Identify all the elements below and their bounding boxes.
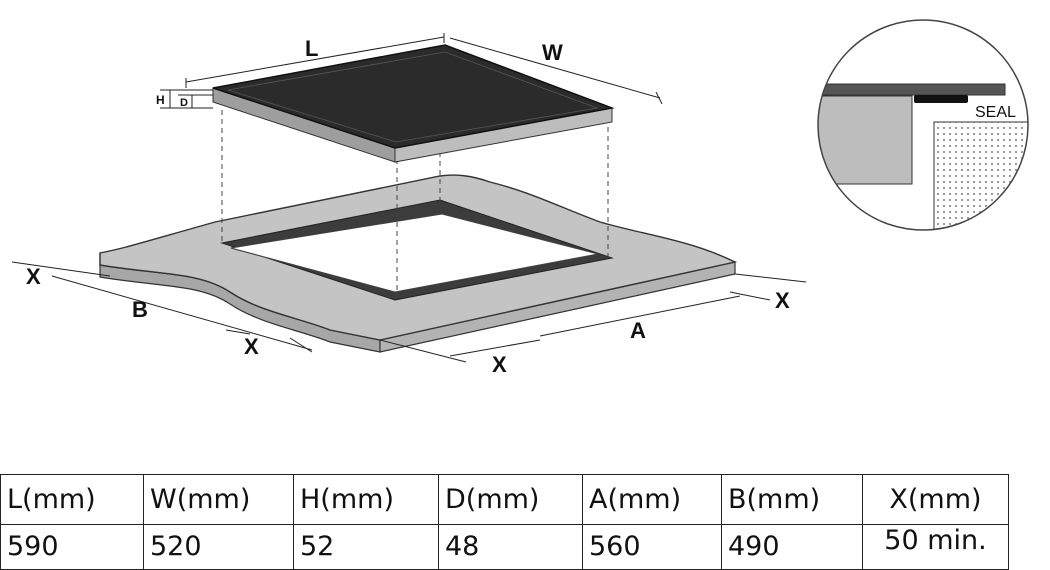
detail-worktop-dots <box>933 121 1028 230</box>
detail-circle <box>817 19 1029 231</box>
detail-hob-frame <box>818 95 913 185</box>
header-a: A(mm) <box>582 474 722 525</box>
header-h: H(mm) <box>293 474 439 525</box>
x-label-left: X <box>26 264 41 289</box>
cutout-dimension-lines <box>11 261 807 363</box>
hob-dimension-lines <box>160 33 663 109</box>
value-l: 590 <box>0 524 144 570</box>
header-b: B(mm) <box>721 474 863 525</box>
x-label-bottom-right: X <box>492 352 507 377</box>
value-b: 490 <box>721 524 863 570</box>
table-row: 590 520 52 48 560 490 50 min. <box>0 524 1009 570</box>
length-label: L <box>305 36 318 61</box>
seal-detail: SEAL <box>817 19 1029 231</box>
value-w: 520 <box>143 524 294 570</box>
cutout-opening <box>230 213 599 293</box>
x-label-bottom-left: X <box>244 334 259 359</box>
value-d: 48 <box>438 524 583 570</box>
seal-label: SEAL <box>975 104 1016 121</box>
installation-diagram: L W H D X B X A X X SEAL <box>11 19 1029 377</box>
table-header-row: L(mm) W(mm) H(mm) D(mm) A(mm) B(mm) X(mm… <box>0 474 1009 525</box>
header-x: X(mm) <box>862 474 1009 525</box>
height-label: H <box>156 93 165 107</box>
width-label: W <box>542 40 563 65</box>
header-w: W(mm) <box>143 474 294 525</box>
value-x: 50 min. <box>862 524 1009 570</box>
hob <box>212 44 615 163</box>
detail-seal <box>914 95 968 103</box>
b-label: B <box>132 297 148 322</box>
value-h: 52 <box>293 524 439 570</box>
x-label-right: X <box>775 288 790 313</box>
a-label: A <box>630 318 646 343</box>
hob-glass-highlight <box>227 51 599 143</box>
countertop <box>99 174 738 353</box>
projection-lines <box>221 110 609 298</box>
depth-label: D <box>180 97 188 109</box>
value-a: 560 <box>582 524 722 570</box>
header-d: D(mm) <box>438 474 583 525</box>
detail-glass <box>818 83 1006 96</box>
dimensions-table: L(mm) W(mm) H(mm) D(mm) A(mm) B(mm) X(mm… <box>0 474 1009 570</box>
header-l: L(mm) <box>0 474 144 525</box>
